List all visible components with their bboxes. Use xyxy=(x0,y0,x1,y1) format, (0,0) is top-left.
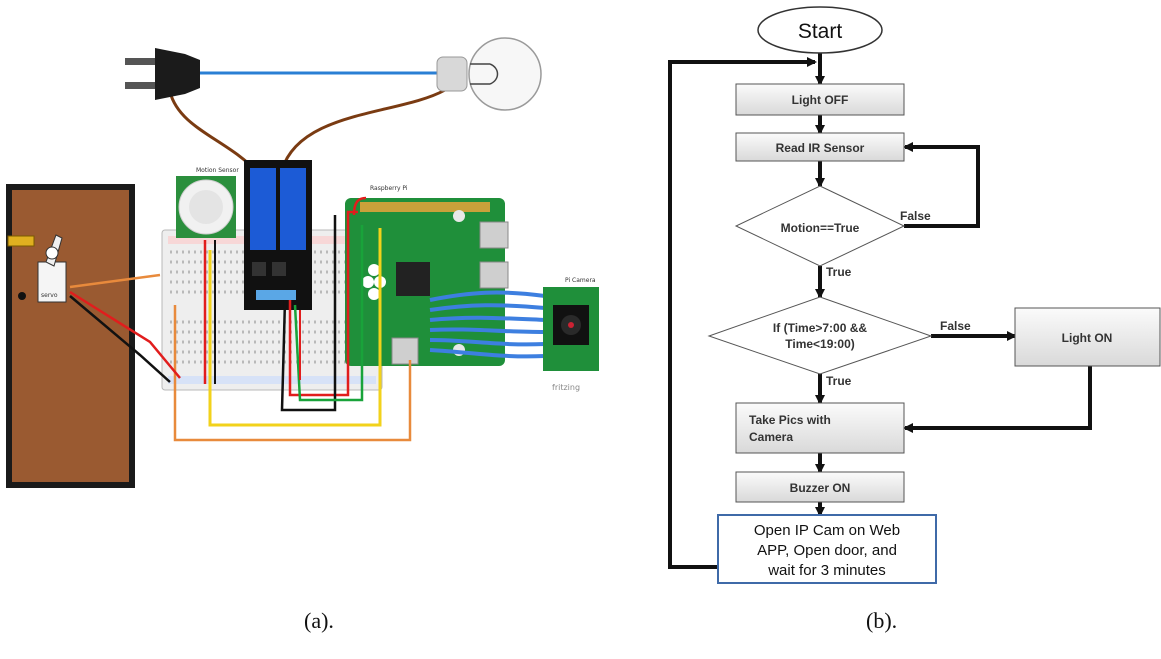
wire-red-top xyxy=(352,196,367,216)
wire-black-servo xyxy=(69,295,171,383)
node-time-decision: If (Time>7:00 && Time<19:00) xyxy=(707,296,933,375)
node-time-label-line1: If (Time>7:00 && xyxy=(773,321,867,335)
label-motion-false: False xyxy=(900,209,931,223)
pi-camera: Pi Camera fritzing xyxy=(543,277,599,392)
node-final-line1: Open IP Cam on Web xyxy=(754,522,900,539)
node-take-pics-line1: Take Pics with xyxy=(749,413,831,427)
node-final-line3: wait for 3 minutes xyxy=(767,562,886,579)
light-bulb xyxy=(436,37,542,111)
node-buzzer-label: Buzzer ON xyxy=(790,481,851,495)
node-start-label: Start xyxy=(798,20,843,43)
panel-a-circuit: servo Motion Sensor Raspbe xyxy=(6,37,599,488)
wire-green-pi xyxy=(293,225,364,402)
door: servo xyxy=(6,184,135,488)
node-motion-label: Motion==True xyxy=(781,221,860,235)
node-light-off-label: Light OFF xyxy=(792,93,849,107)
panel-b-flowchart: Start Light OFF Read IR Sensor Motion==T… xyxy=(668,6,1161,584)
wire-black-pi xyxy=(280,215,337,412)
node-take-pics: Take Pics with Camera xyxy=(735,402,905,454)
caption-a: (a). xyxy=(304,608,334,633)
node-start: Start xyxy=(757,6,883,54)
raspberry-pi-label: Raspberry Pi xyxy=(370,185,408,192)
raspberry-logo xyxy=(362,264,386,300)
svg-text:servo: servo xyxy=(41,292,58,299)
label-time-false: False xyxy=(940,319,971,333)
node-light-on-label: Light ON xyxy=(1062,331,1113,345)
mains-brown-wire-right xyxy=(280,88,446,171)
node-final-action: Open IP Cam on Web APP, Open door, and w… xyxy=(717,514,937,584)
wire-red-servo xyxy=(69,290,181,379)
camera-ribbon xyxy=(429,290,546,359)
fritzing-watermark: fritzing xyxy=(552,383,580,392)
power-plug xyxy=(125,48,200,100)
node-light-on: Light ON xyxy=(1014,307,1161,367)
raspberry-pi: Raspberry Pi xyxy=(345,185,509,366)
servo-motor: servo xyxy=(37,234,67,303)
motion-sensor: Motion Sensor xyxy=(176,167,239,238)
node-buzzer: Buzzer ON xyxy=(735,471,905,503)
node-final-line2: APP, Open door, and xyxy=(757,542,897,559)
node-motion-decision: Motion==True xyxy=(734,185,906,267)
arrow-final-loop-back xyxy=(668,57,817,569)
node-read-ir-label: Read IR Sensor xyxy=(776,141,865,155)
relay-module xyxy=(244,160,312,310)
node-light-off: Light OFF xyxy=(735,83,905,116)
door-latch xyxy=(7,235,35,247)
pi-camera-label: Pi Camera xyxy=(565,277,596,284)
label-time-true: True xyxy=(826,374,852,388)
wire-red-pi xyxy=(288,210,358,397)
node-read-ir: Read IR Sensor xyxy=(735,132,905,162)
label-motion-true: True xyxy=(826,265,852,279)
caption-b: (b). xyxy=(866,608,898,633)
node-take-pics-line2: Camera xyxy=(749,430,793,444)
door-keyhole xyxy=(18,292,26,300)
arrow-light-on-to-pics xyxy=(903,366,1092,433)
wire-yellow xyxy=(208,228,382,427)
motion-sensor-label: Motion Sensor xyxy=(196,167,239,174)
arrow-motion-false-loop xyxy=(903,142,980,228)
node-time-label-line2: Time<19:00) xyxy=(785,337,855,351)
